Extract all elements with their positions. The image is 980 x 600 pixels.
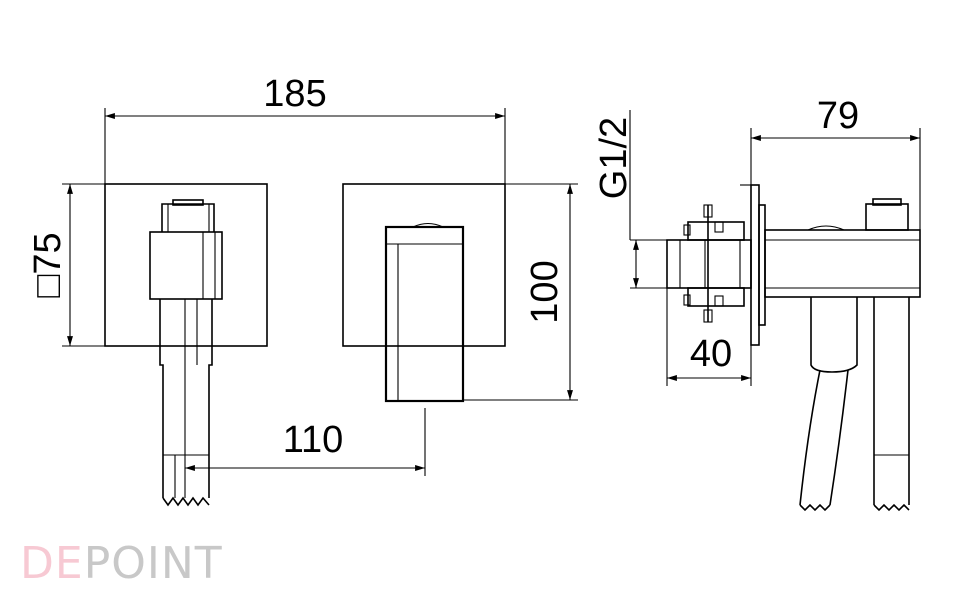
brand-logo: DEPOINT <box>20 538 223 589</box>
dim-100: 100 <box>463 183 578 401</box>
mixer-lever <box>384 222 465 403</box>
dim-185-label: 185 <box>263 73 326 115</box>
mixer-body-side <box>764 198 921 298</box>
dim-75: □75 <box>27 183 105 347</box>
wall-flange <box>740 184 766 346</box>
dim-79: 79 <box>750 95 921 230</box>
dim-75-label: □75 <box>27 232 69 297</box>
rough-in-body <box>666 204 752 323</box>
dim-40-label: 40 <box>690 333 732 375</box>
diverter-plate <box>104 183 268 347</box>
dim-185: 185 <box>104 73 506 184</box>
dim-thread-label: G1/2 <box>593 117 635 199</box>
dim-40: 40 <box>666 288 752 386</box>
mixer-plate <box>342 183 506 347</box>
hose-side <box>873 297 910 512</box>
hose-pipe <box>159 299 213 507</box>
dim-thread: G1/2 <box>593 110 667 289</box>
dim-100-label: 100 <box>524 260 566 323</box>
front-view: 185 □75 100 110 <box>27 73 578 507</box>
dim-110: 110 <box>185 408 426 476</box>
logo-part-2: POINT <box>84 538 223 589</box>
logo-part-1: DE <box>20 538 84 589</box>
lever-side <box>799 297 858 512</box>
diverter-knob <box>149 199 223 300</box>
dim-110-label: 110 <box>283 419 344 461</box>
side-view: G1/2 <box>593 95 921 512</box>
dim-79-label: 79 <box>817 95 859 137</box>
